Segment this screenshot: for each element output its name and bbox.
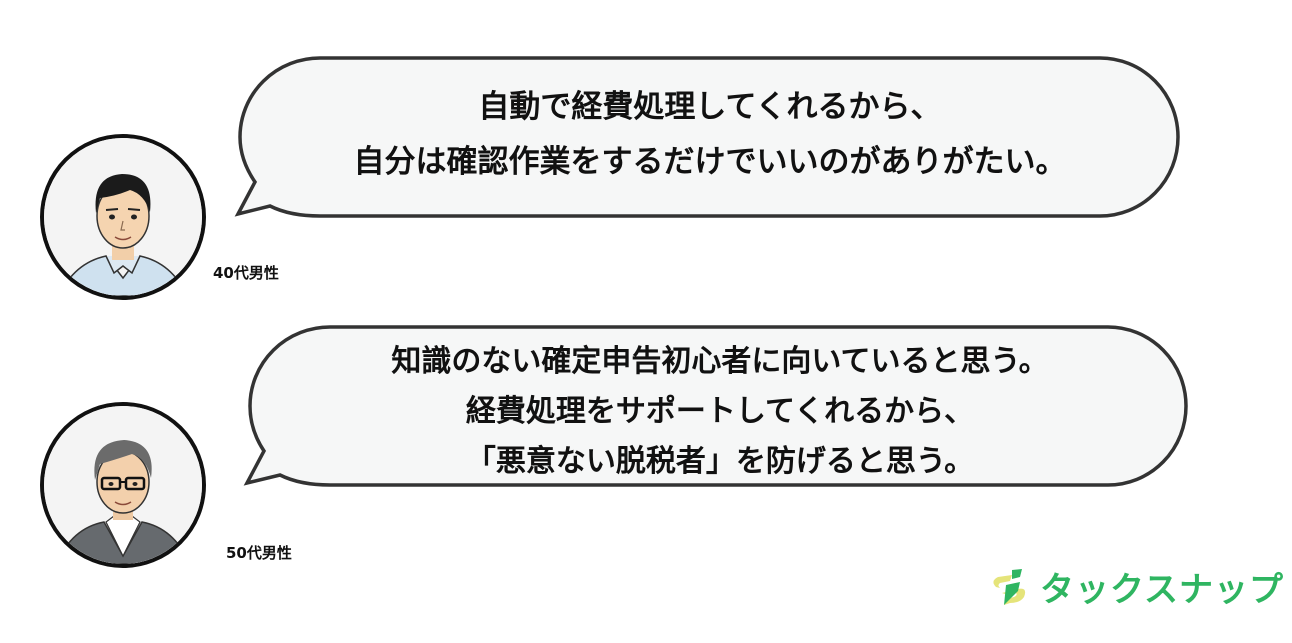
brand-logo: タックスナップ [988,562,1284,611]
avatar-50s-man [40,402,206,568]
man-glasses-avatar-icon [44,406,202,564]
man-avatar-icon [44,138,202,296]
speech-bubble-2 [243,325,1188,487]
quote-line: 「悪意ない脱税者」を防げると思う。 [465,444,975,479]
quote-line: 経費処理をサポートしてくれるから、 [465,394,975,429]
speaker-label-1: 40代男性 [213,264,279,282]
testimonial-quote-2: 知識のない確定申告初心者に向いていると思う。 経費処理をサポートしてくれるから、… [270,337,1170,487]
avatar-40s-man [40,134,206,300]
brand-name: タックスナップ [1040,570,1284,610]
quote-line: 知識のない確定申告初心者に向いていると思う。 [391,344,1049,379]
taxnap-logo-icon [993,568,1026,605]
quote-line: 自動で経費処理してくれるから、 [478,89,942,125]
testimonial-quote-1: 自動で経費処理してくれるから、 自分は確認作業をするだけでいいのがありがたい。 [260,80,1160,190]
speech-bubble-1 [234,56,1180,218]
quote-line: 自分は確認作業をするだけでいいのがありがたい。 [353,144,1067,180]
speaker-label-2: 50代男性 [226,544,292,562]
